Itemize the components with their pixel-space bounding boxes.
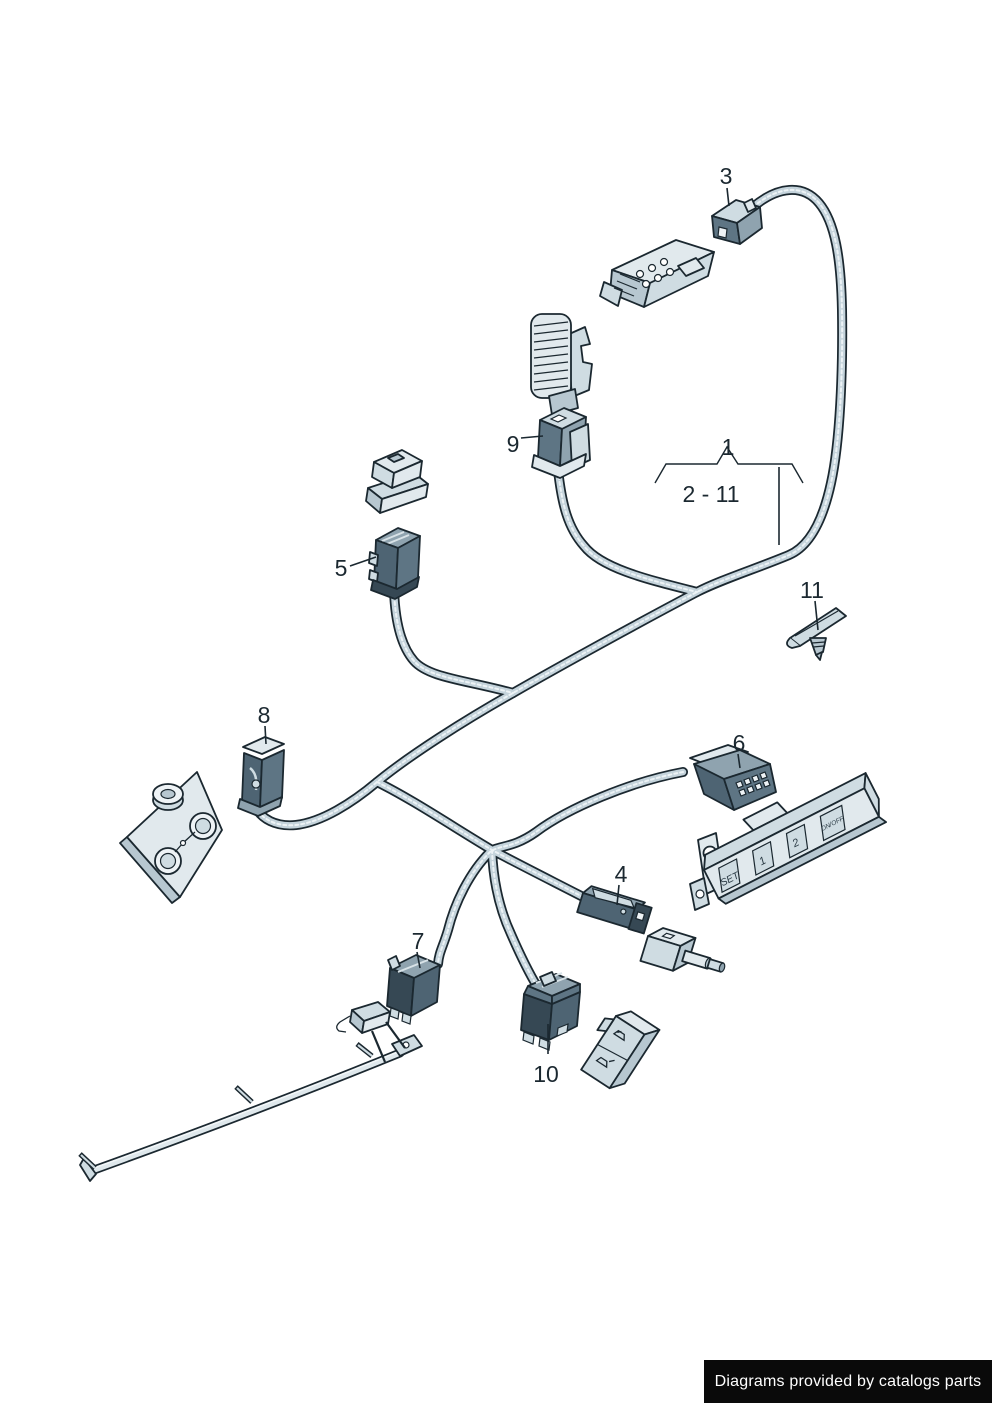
rail-bracket [336, 1001, 406, 1063]
label-part-4: 4 [615, 861, 628, 887]
label-part-3: 3 [720, 163, 733, 189]
connector-8 [237, 736, 285, 817]
watermark-text: Diagrams provided by catalogs parts [714, 1372, 982, 1390]
memory-switch-2-label: 2 [790, 837, 802, 851]
memory-seat-switch-panel: SET 1 2 ON/OFF [703, 772, 888, 905]
label-group-range: 2 - 11 [682, 481, 739, 507]
microphone-grille [530, 313, 593, 416]
callout-labels: 3 9 1 2 - 11 5 11 8 6 4 7 10 [258, 163, 824, 1087]
connector-4 [576, 885, 653, 935]
label-part-8: 8 [258, 702, 271, 728]
connector-6 [689, 744, 777, 811]
group-bracket [654, 445, 804, 484]
window-lift-switch [365, 449, 429, 514]
label-part-6: 6 [733, 730, 746, 756]
label-part-11: 11 [800, 577, 824, 603]
watermark-bar: Diagrams provided by catalogs parts [704, 1360, 992, 1403]
harness-wires [250, 185, 848, 993]
label-part-5: 5 [335, 555, 348, 581]
label-part-9: 9 [507, 431, 520, 457]
connector-5 [368, 527, 421, 600]
rocker-switch-10 [580, 1010, 661, 1090]
door-lock-unit [119, 771, 223, 904]
label-group-1: 1 [722, 434, 735, 460]
connector-10 [520, 971, 581, 1051]
label-part-10: 10 [533, 1061, 559, 1087]
connector-3 [711, 198, 763, 245]
memory-switch-1-label: 1 [757, 855, 768, 868]
bulb-plug-4 [639, 927, 726, 973]
connector-9 [531, 407, 591, 479]
connector-7 [386, 954, 441, 1025]
label-part-7: 7 [412, 928, 425, 954]
seat-rail [78, 1034, 423, 1182]
mating-plug-3 [599, 239, 715, 308]
